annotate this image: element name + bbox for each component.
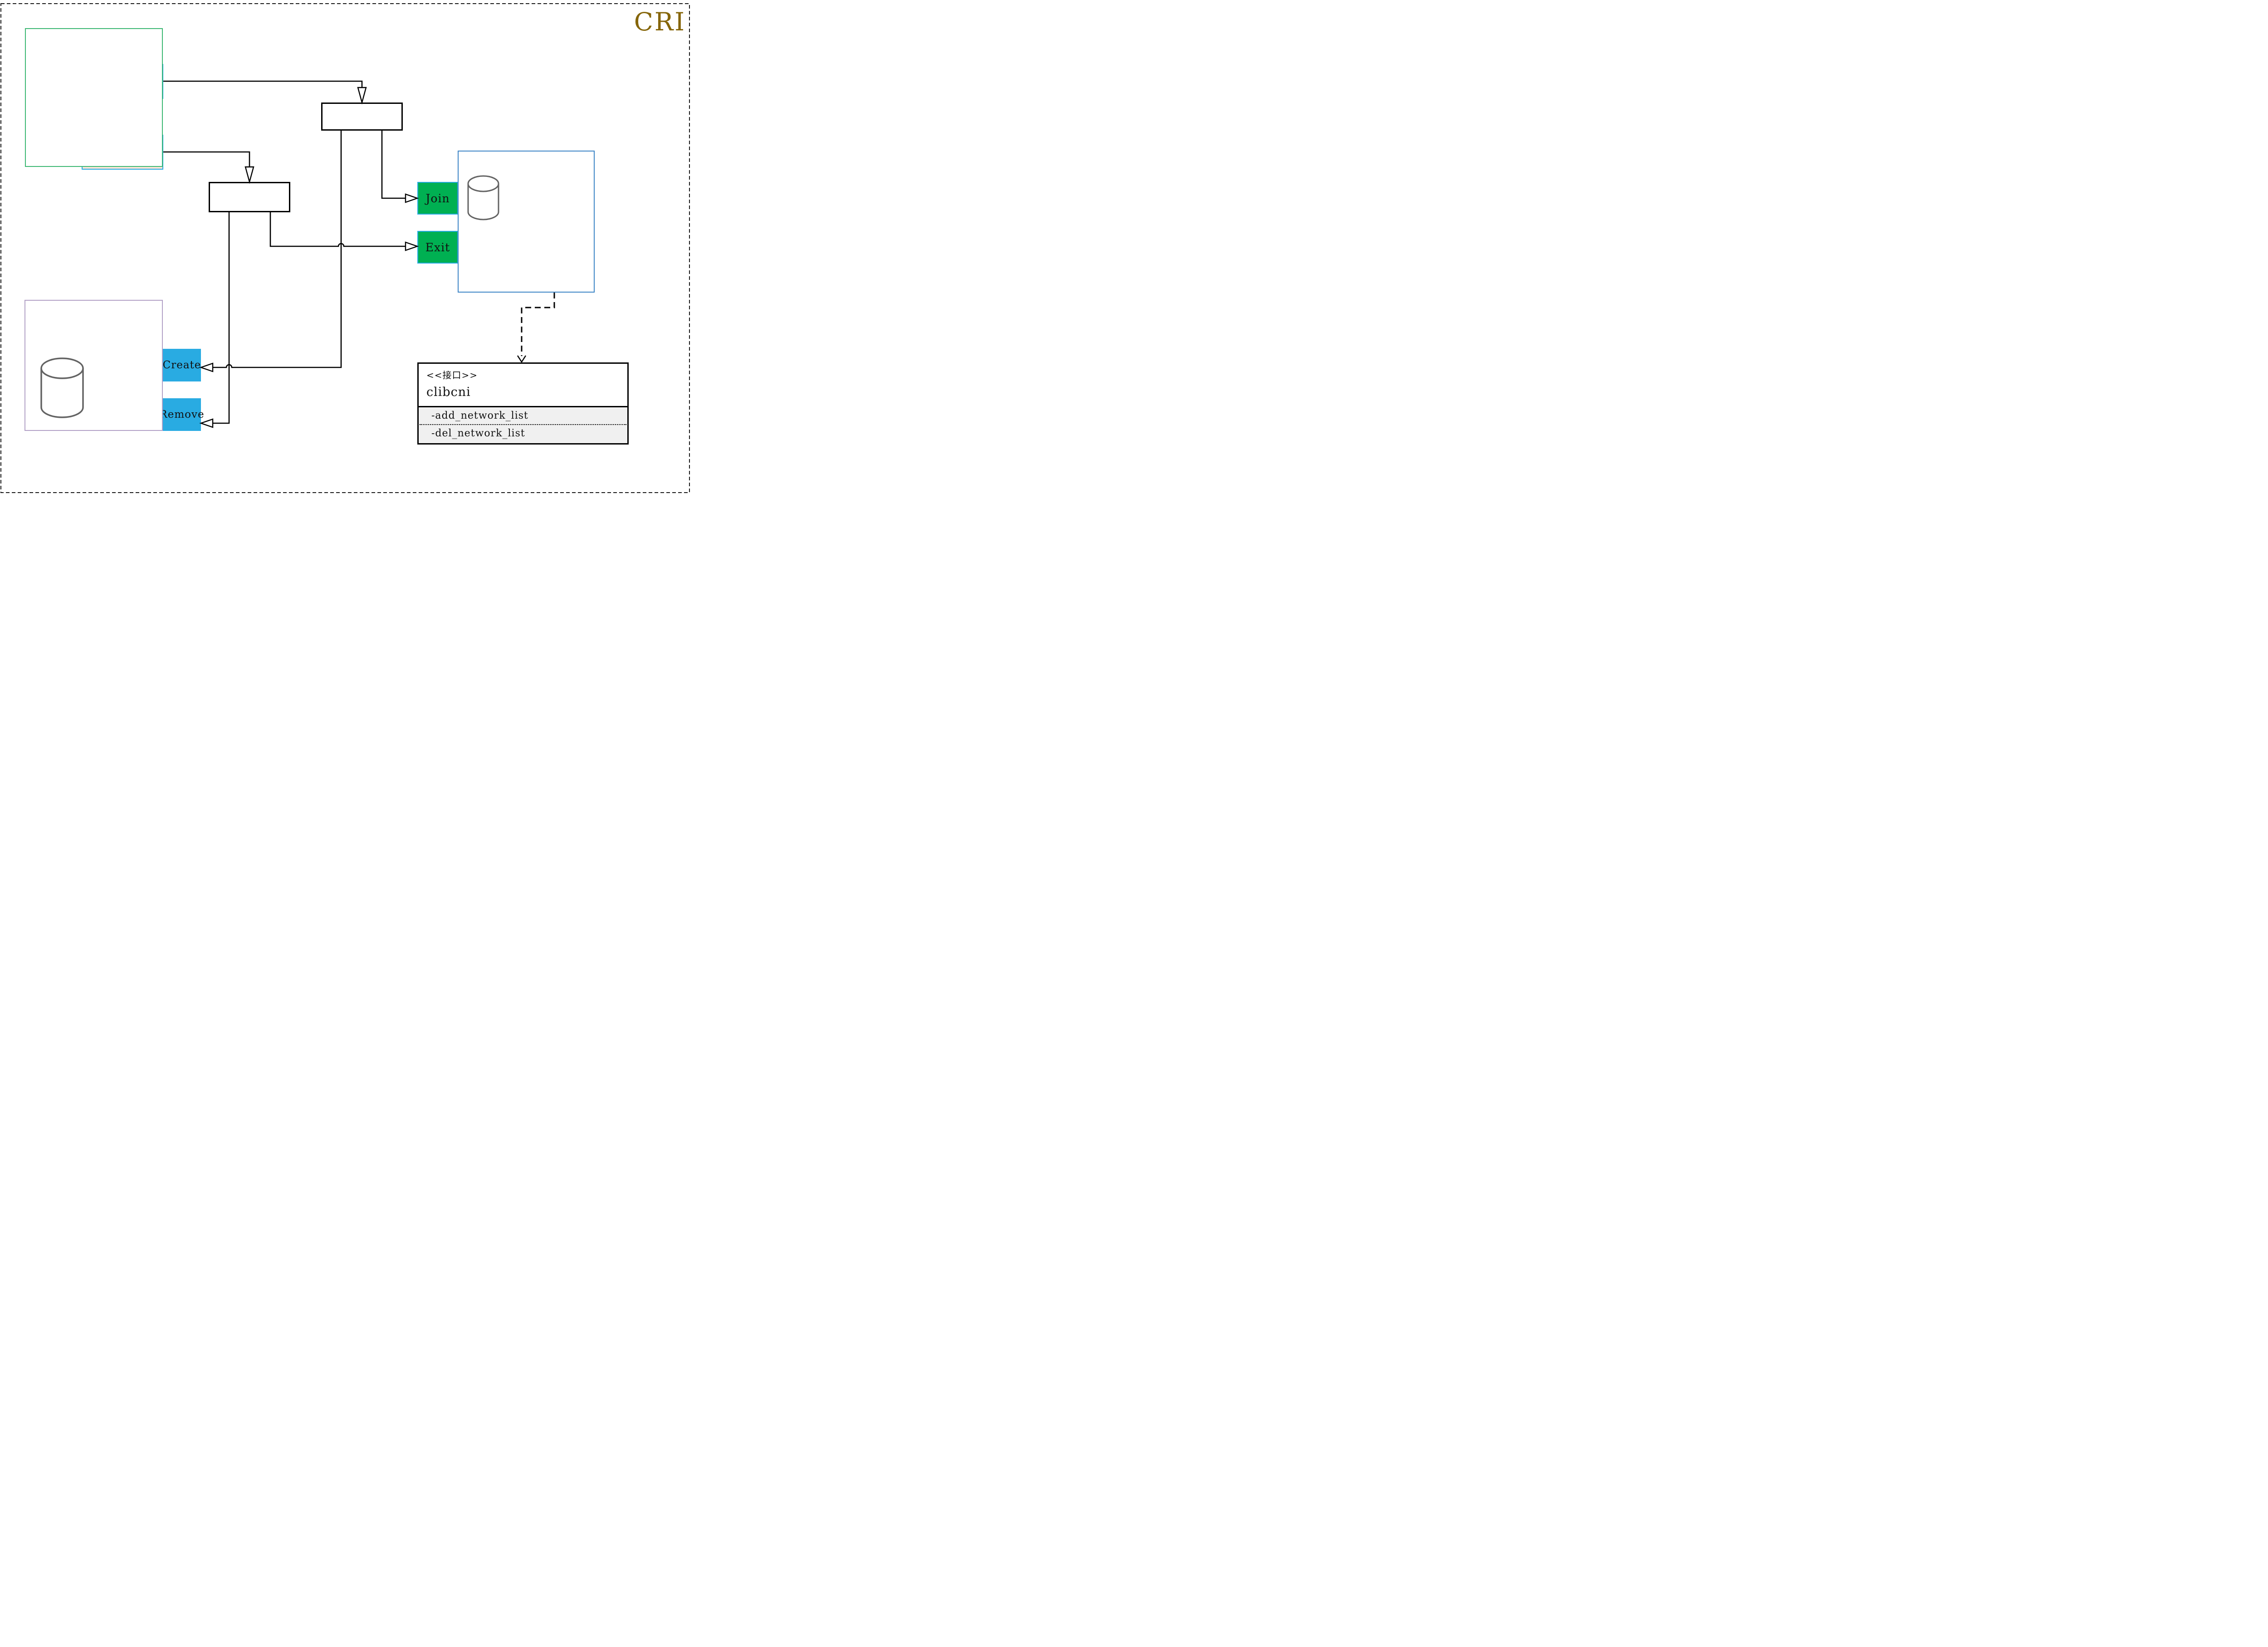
dashed-line-cniapi-to-clibcni bbox=[521, 293, 555, 356]
junction-box-stoppod bbox=[209, 182, 290, 212]
arrow-line-junction1-to-create bbox=[213, 131, 342, 368]
arrow-line-runpod-to-junction1 bbox=[163, 80, 363, 88]
interface-member-add: -add_network_list bbox=[431, 410, 528, 421]
interface-member-del: -del_network_list bbox=[431, 428, 525, 439]
diagram-canvas: Runtime Network Manager Checkpoint RunPo… bbox=[0, 0, 701, 493]
checkpoint-group-box bbox=[24, 300, 163, 431]
cri-title-badge: CRI bbox=[634, 7, 686, 36]
arrowhead-into-join bbox=[405, 193, 419, 203]
create-node: Create bbox=[163, 349, 201, 381]
interface-stereotype-label: <<接口>> bbox=[426, 370, 478, 381]
arrow-line-junction2-to-remove bbox=[213, 212, 230, 424]
arrowhead-into-create bbox=[199, 362, 214, 372]
open-arrowhead-into-clibcni bbox=[517, 355, 527, 363]
interface-members-section: -add_network_list -del_network_list bbox=[419, 407, 627, 443]
interface-header: <<接口>> clibcni bbox=[419, 364, 627, 406]
interface-name-label: clibcni bbox=[426, 385, 471, 399]
runtime-group-box bbox=[25, 28, 163, 167]
join-node: Join bbox=[417, 182, 458, 215]
arrowhead-into-junction2 bbox=[244, 166, 254, 184]
junction-box-runpod bbox=[321, 103, 403, 131]
arrowhead-into-exit bbox=[405, 241, 419, 251]
network-manager-group-box bbox=[458, 151, 595, 293]
exit-node: Exit bbox=[417, 231, 458, 264]
arrow-line-stoppod-to-junction2 bbox=[163, 151, 250, 167]
arrow-line-junction1-to-join bbox=[381, 131, 406, 199]
remove-node: Remove bbox=[159, 398, 204, 431]
clibcni-interface-box: <<接口>> clibcni -add_network_list -del_ne… bbox=[417, 362, 629, 445]
arrowhead-into-junction1 bbox=[357, 87, 367, 105]
arrow-line-junction2-to-exit bbox=[269, 212, 406, 247]
